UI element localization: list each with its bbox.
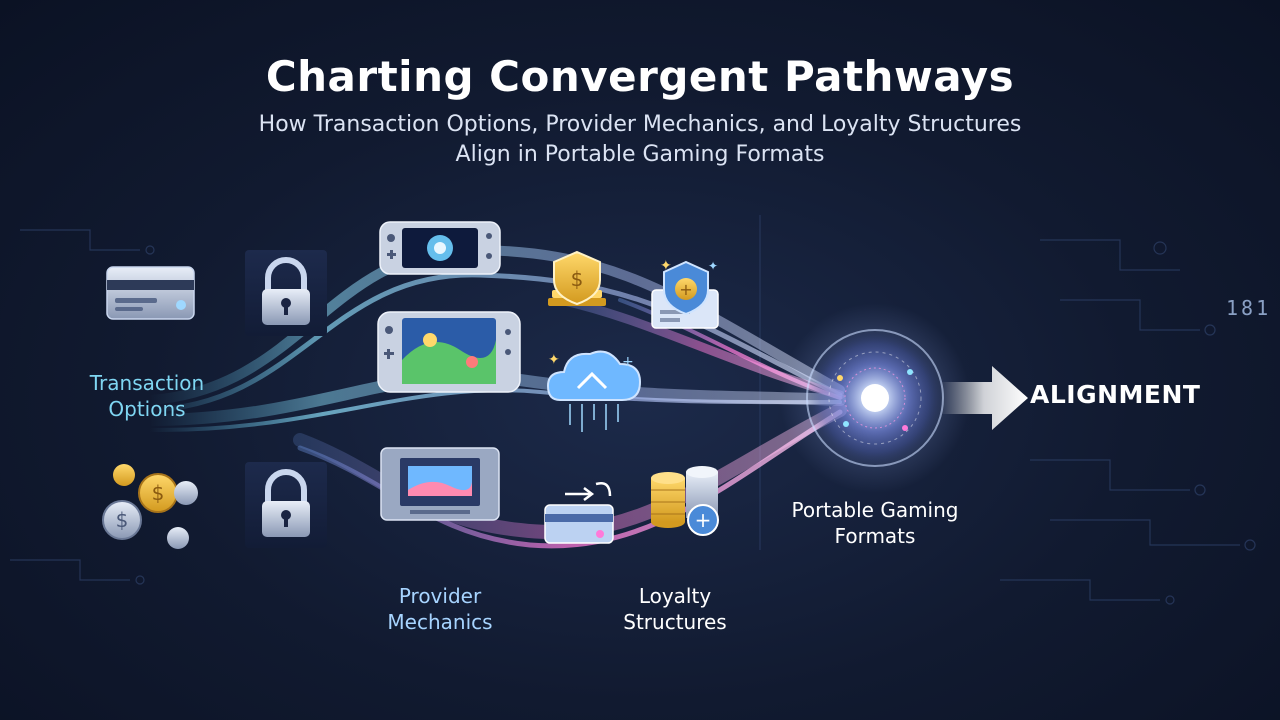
handheld-console-icon <box>380 447 500 521</box>
padlock-icon <box>245 250 327 336</box>
svg-text:✦: ✦ <box>660 258 672 274</box>
coin-stack-icon: + <box>651 466 719 536</box>
handheld-console-icon <box>377 311 521 393</box>
circuit-decoration <box>10 215 1256 605</box>
svg-text:$: $ <box>116 508 129 532</box>
handheld-console-icon <box>379 221 501 275</box>
label-transaction-options: Transaction Options <box>89 371 205 421</box>
label-alignment: ALIGNMENT <box>1030 380 1201 409</box>
svg-text:✦: ✦ <box>548 352 560 368</box>
arrow-right-icon <box>940 366 1028 430</box>
padlock-icon <box>245 462 327 548</box>
label-loyalty-structures: Loyalty Structures <box>623 584 727 634</box>
label-provider-mechanics: Provider Mechanics <box>387 584 493 634</box>
svg-text:$: $ <box>571 267 584 291</box>
shield-coin-icon: $ <box>548 250 606 306</box>
svg-text:+: + <box>695 508 712 532</box>
decorative-code: 181 <box>1226 296 1272 320</box>
label-portable-gaming-formats: Portable Gaming Formats <box>791 498 959 548</box>
svg-text:✦: ✦ <box>708 259 718 273</box>
coins-icon: $ $ <box>102 464 198 549</box>
card-transfer-icon <box>544 482 614 544</box>
svg-text:$: $ <box>152 481 165 505</box>
svg-text:+: + <box>679 280 692 299</box>
page-title: Charting Convergent Pathways <box>265 52 1015 101</box>
cloud-icon: ✦ + <box>546 350 642 432</box>
svg-text:+: + <box>622 354 634 370</box>
loyalty-badge-icon: + ✦ ✦ <box>651 258 719 329</box>
credit-card-icon <box>106 266 195 320</box>
page-subtitle: How Transaction Options, Provider Mechan… <box>258 112 1022 167</box>
convergence-orb-icon <box>780 303 970 493</box>
